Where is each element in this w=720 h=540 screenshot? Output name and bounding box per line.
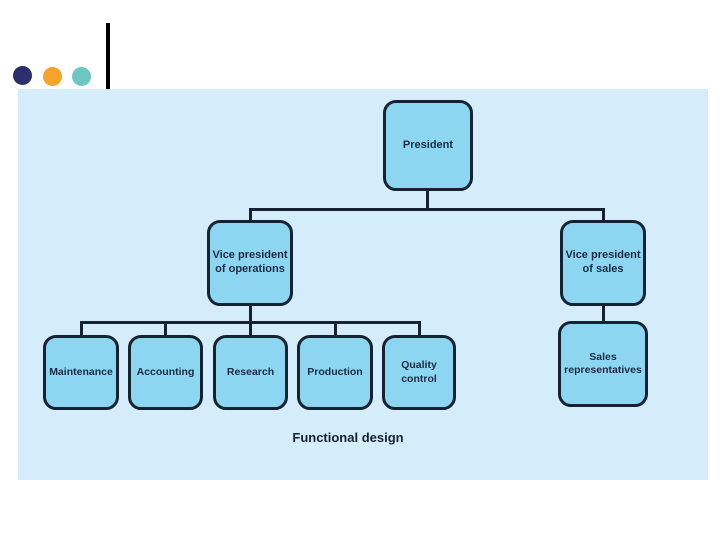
connector-stub-maintenance <box>80 321 83 337</box>
org-node-accounting: Accounting <box>128 335 203 410</box>
org-node-president: President <box>383 100 473 191</box>
connector-vp-operations-down <box>249 304 252 324</box>
teal-bullet-dot <box>72 67 91 86</box>
org-node-label: Production <box>307 365 363 378</box>
connector-level1-horizontal <box>249 208 605 211</box>
navy-bullet-dot <box>13 66 32 85</box>
org-node-label: Research <box>226 365 275 378</box>
org-node-label: Vice president of operations <box>212 249 288 275</box>
org-node-label: Maintenance <box>49 365 113 378</box>
connector-stub-accounting <box>164 321 167 337</box>
org-node-label: President <box>402 138 454 151</box>
connector-vp-sales-down <box>602 304 605 323</box>
connector-vp-operations-up <box>249 208 252 222</box>
org-node-maintenance: Maintenance <box>43 335 119 410</box>
org-node-label: Vice president of sales <box>565 249 641 275</box>
org-chart-panel: President Vice president of operations V… <box>18 89 708 480</box>
connector-president-down <box>426 191 429 211</box>
connector-stub-quality-control <box>418 321 421 337</box>
org-node-production: Production <box>297 335 373 410</box>
org-node-vp-sales: Vice president of sales <box>560 220 646 306</box>
org-node-vp-operations: Vice president of operations <box>207 220 293 306</box>
org-node-label: Accounting <box>136 365 195 378</box>
vertical-divider <box>106 23 110 90</box>
org-node-research: Research <box>213 335 288 410</box>
orange-bullet-dot <box>43 67 62 86</box>
connector-stub-research <box>249 321 252 337</box>
diagram-caption: Functional design <box>292 430 404 445</box>
org-node-sales-representatives: Sales representatives <box>558 321 648 407</box>
connector-stub-production <box>334 321 337 337</box>
org-node-label: Sales representatives <box>564 350 642 376</box>
org-node-label: Quality control <box>401 359 437 385</box>
connector-vp-sales-up <box>602 208 605 222</box>
org-node-quality-control: Quality control <box>382 335 456 410</box>
